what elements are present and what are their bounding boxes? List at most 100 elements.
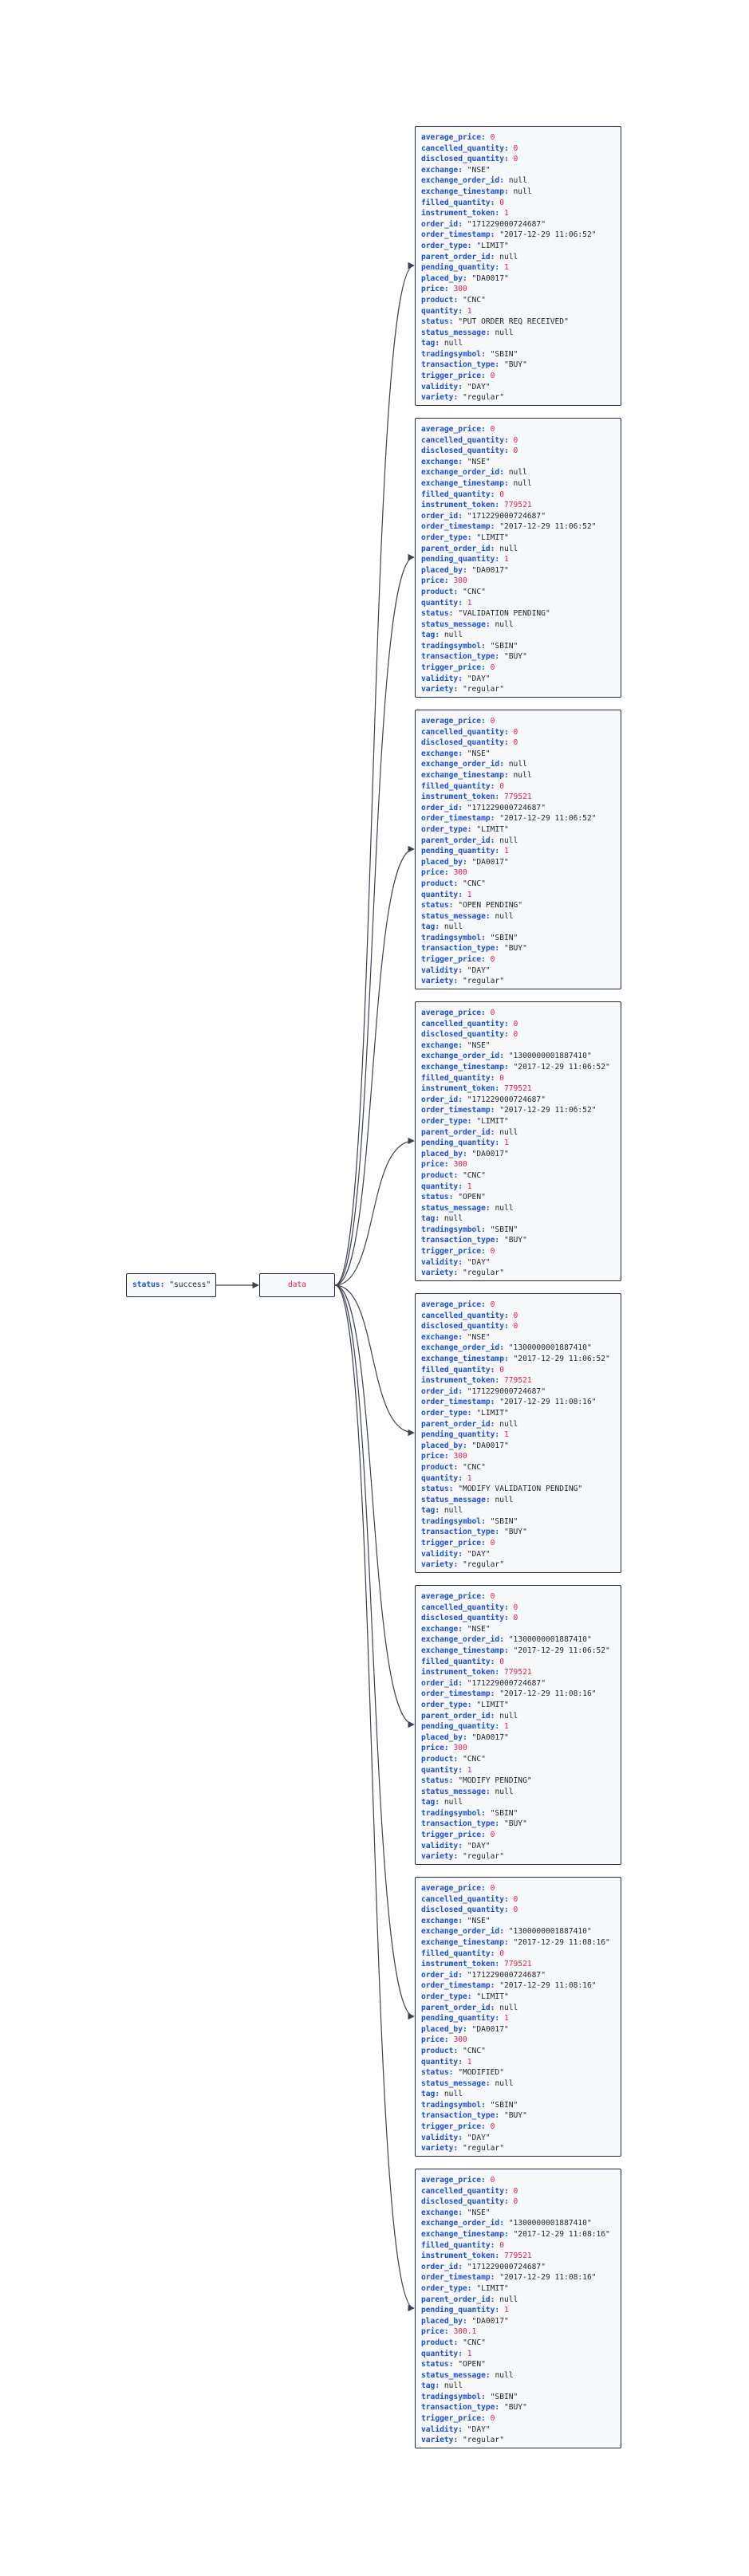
field-colon: : [458, 890, 467, 899]
root-node[interactable]: status: "success" [126, 1273, 216, 1297]
field-colon: : [435, 2090, 444, 2099]
field-colon: : [443, 2035, 454, 2045]
field-value: "DAY" [467, 966, 491, 975]
record-field: status_message: null [421, 1787, 615, 1798]
field-key: exchange_timestamp [421, 1646, 504, 1655]
field-key: exchange_timestamp [421, 2229, 504, 2239]
field-key: exchange_order_id [421, 1635, 500, 1645]
field-value: "MODIFY PENDING" [458, 1776, 532, 1786]
record-field: exchange: "NSE" [421, 1624, 615, 1635]
field-value: "CNC" [463, 295, 486, 305]
field-value: "regular" [463, 393, 504, 403]
field-colon: : [495, 1528, 504, 1537]
field-colon: : [495, 1722, 504, 1732]
field-value: 0 [490, 2122, 495, 2132]
field-value: "1300000001887410" [508, 2219, 592, 2228]
field-value: "BUY" [503, 2111, 527, 2121]
field-colon: : [467, 2283, 477, 2293]
field-key: placed_by [421, 1149, 463, 1158]
field-colon: : [490, 1419, 500, 1429]
field-value: "171229000724687" [467, 803, 546, 812]
field-colon: : [485, 1203, 495, 1213]
edge-data-to-record [334, 1284, 415, 1437]
field-colon: : [453, 2144, 463, 2153]
field-colon: : [503, 478, 514, 488]
field-value: 300 [453, 1452, 467, 1461]
field-key: status [421, 901, 449, 910]
field-colon: : [503, 1062, 514, 1072]
record-field: status: "VALIDATION PENDING" [421, 608, 615, 619]
record-field: pending_quantity: 1 [421, 846, 615, 857]
field-key: price [421, 576, 444, 586]
record-field: exchange_order_id: "1300000001887410" [421, 1634, 615, 1646]
field-colon: : [490, 2273, 500, 2283]
field-value: null [443, 1506, 463, 1516]
field-key: transaction_type [421, 2403, 495, 2413]
field-value: 779521 [503, 1960, 532, 1969]
record-field: disclosed_quantity: 0 [421, 1321, 615, 1332]
data-array-node[interactable]: data [259, 1273, 335, 1297]
record-field: status_message: null [421, 1203, 615, 1214]
record-field: product: "CNC" [421, 1170, 615, 1182]
field-colon: : [495, 1668, 504, 1677]
record-field: exchange_order_id: "1300000001887410" [421, 1926, 615, 1937]
record-field: pending_quantity: 1 [421, 1138, 615, 1149]
field-key: status [421, 1485, 449, 1494]
field-value: 0 [499, 198, 504, 207]
record-field: disclosed_quantity: 0 [421, 1905, 615, 1916]
field-value: 0 [499, 1365, 504, 1375]
field-key: disclosed_quantity [421, 1905, 504, 1915]
record-field: average_price: 0 [421, 1008, 615, 1019]
field-key: exchange_order_id [421, 2219, 500, 2228]
record-field: variety: "regular" [421, 392, 615, 403]
field-key: tag [421, 631, 436, 640]
field-key: order_timestamp [421, 522, 491, 532]
field-key: product [421, 1170, 454, 1180]
field-value: 1 [467, 2057, 472, 2067]
record-field: product: "CNC" [421, 879, 615, 890]
record-field: variety: "regular" [421, 1851, 615, 1862]
field-value: null [495, 328, 514, 337]
field-key: parent_order_id [421, 252, 491, 262]
record-field: product: "CNC" [421, 2046, 615, 2057]
record-field: tag: null [421, 2089, 615, 2100]
field-colon: : [453, 977, 463, 986]
field-colon: : [481, 425, 491, 434]
field-value: "1300000001887410" [508, 1927, 592, 1937]
field-key: quantity [421, 306, 459, 316]
field-colon: : [503, 2197, 514, 2207]
field-key: exchange_timestamp [421, 770, 504, 780]
field-key: exchange [421, 1916, 459, 1925]
field-colon: : [453, 685, 463, 694]
record-field: cancelled_quantity: 0 [421, 1894, 615, 1905]
field-colon: : [443, 1744, 454, 1753]
field-key: average_price [421, 425, 482, 434]
field-key: validity [421, 1549, 459, 1559]
field-value: 0 [490, 372, 495, 381]
field-colon: : [495, 1819, 504, 1829]
field-value: "171229000724687" [467, 1386, 546, 1396]
field-value: null [499, 1127, 518, 1137]
record-field: exchange: "NSE" [421, 749, 615, 760]
field-key: price [421, 2327, 444, 2337]
field-colon: : [435, 1214, 444, 1224]
field-key: product [421, 1754, 454, 1764]
field-colon: : [458, 219, 467, 229]
record-field: pending_quantity: 1 [421, 1721, 615, 1732]
field-key: price [421, 868, 444, 878]
field-key: tradingsymbol [421, 2392, 482, 2401]
edge-data-to-record [334, 1284, 415, 1728]
field-key: trigger_price [421, 372, 482, 381]
edge-data-to-record [334, 845, 415, 1286]
field-key: cancelled_quantity [421, 435, 504, 445]
field-colon: : [458, 1549, 467, 1559]
